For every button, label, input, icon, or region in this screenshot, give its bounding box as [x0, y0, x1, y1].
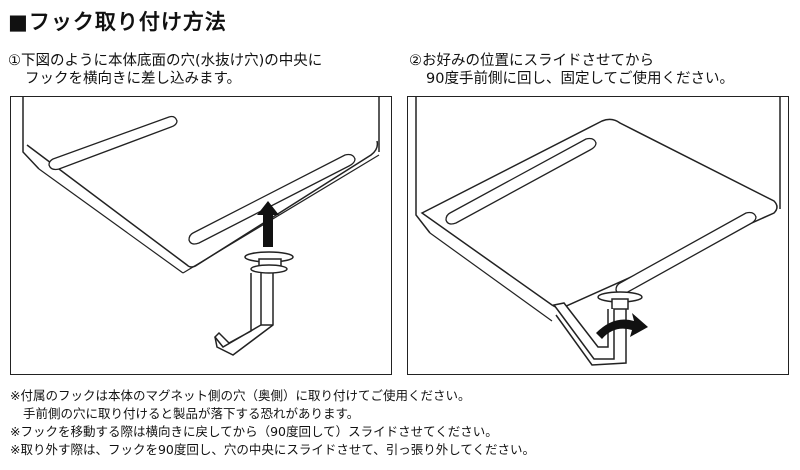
rotate-arrow-icon: [596, 313, 648, 339]
step-2-line-2: 90度手前側に回し、固定してご使用ください。: [426, 71, 735, 87]
note-1-continued: 手前側の穴に取り付けると製品が落下する恐れがあります。: [23, 406, 360, 421]
note-1: ※付属のフックは本体のマグネット側の穴（奥側）に取り付けてご使用ください。: [10, 388, 471, 403]
tray-front-edge: [38, 168, 184, 274]
step-2-drawing: [415, 97, 781, 366]
tray-right-edge: [182, 154, 380, 274]
hook-part: [213, 251, 294, 356]
tray-wall-left-2: [415, 97, 431, 234]
drain-slot-front-2: [615, 211, 757, 295]
step-2-illustration: [407, 96, 789, 375]
step-1-drawing: [22, 97, 380, 356]
hook-part-2: [552, 291, 643, 366]
note-2: ※フックを移動する際は横向きに戻してから（90度回して）スライドさせてください。: [10, 424, 498, 439]
step-1-line-2: フックを横向きに差し込みます。: [25, 71, 242, 87]
drain-slot-back: [48, 115, 178, 171]
step-1-instruction: ①下図のように本体底面の穴(水抜け穴)の中央に フックを横向きに差し込みます。: [8, 52, 322, 88]
step-1-illustration: [10, 96, 392, 375]
notes-section: ※付属のフックは本体のマグネット側の穴（奥側）に取り付けてご使用ください。 手前…: [10, 387, 535, 459]
page-title: ■フック取り付け方法: [8, 10, 227, 34]
tray-front-edge-2: [429, 232, 553, 322]
step-1-line-1: ①下図のように本体底面の穴(水抜け穴)の中央に: [8, 53, 323, 69]
step-2-line-1: ②お好みの位置にスライドさせてから: [409, 53, 654, 69]
note-3: ※取り外す際は、フックを90度回し、穴の中央にスライドさせて、引っ張り外してくだ…: [10, 442, 536, 457]
tray-wall-left: [22, 97, 40, 170]
drain-slot-back-2: [445, 137, 597, 225]
drain-slot-front: [188, 153, 356, 245]
up-arrow-icon: [257, 201, 279, 247]
tray-bottom-edge-2: [420, 118, 778, 309]
step-2-instruction: ②お好みの位置にスライドさせてから 90度手前側に回し、固定してご使用ください。: [409, 52, 734, 88]
